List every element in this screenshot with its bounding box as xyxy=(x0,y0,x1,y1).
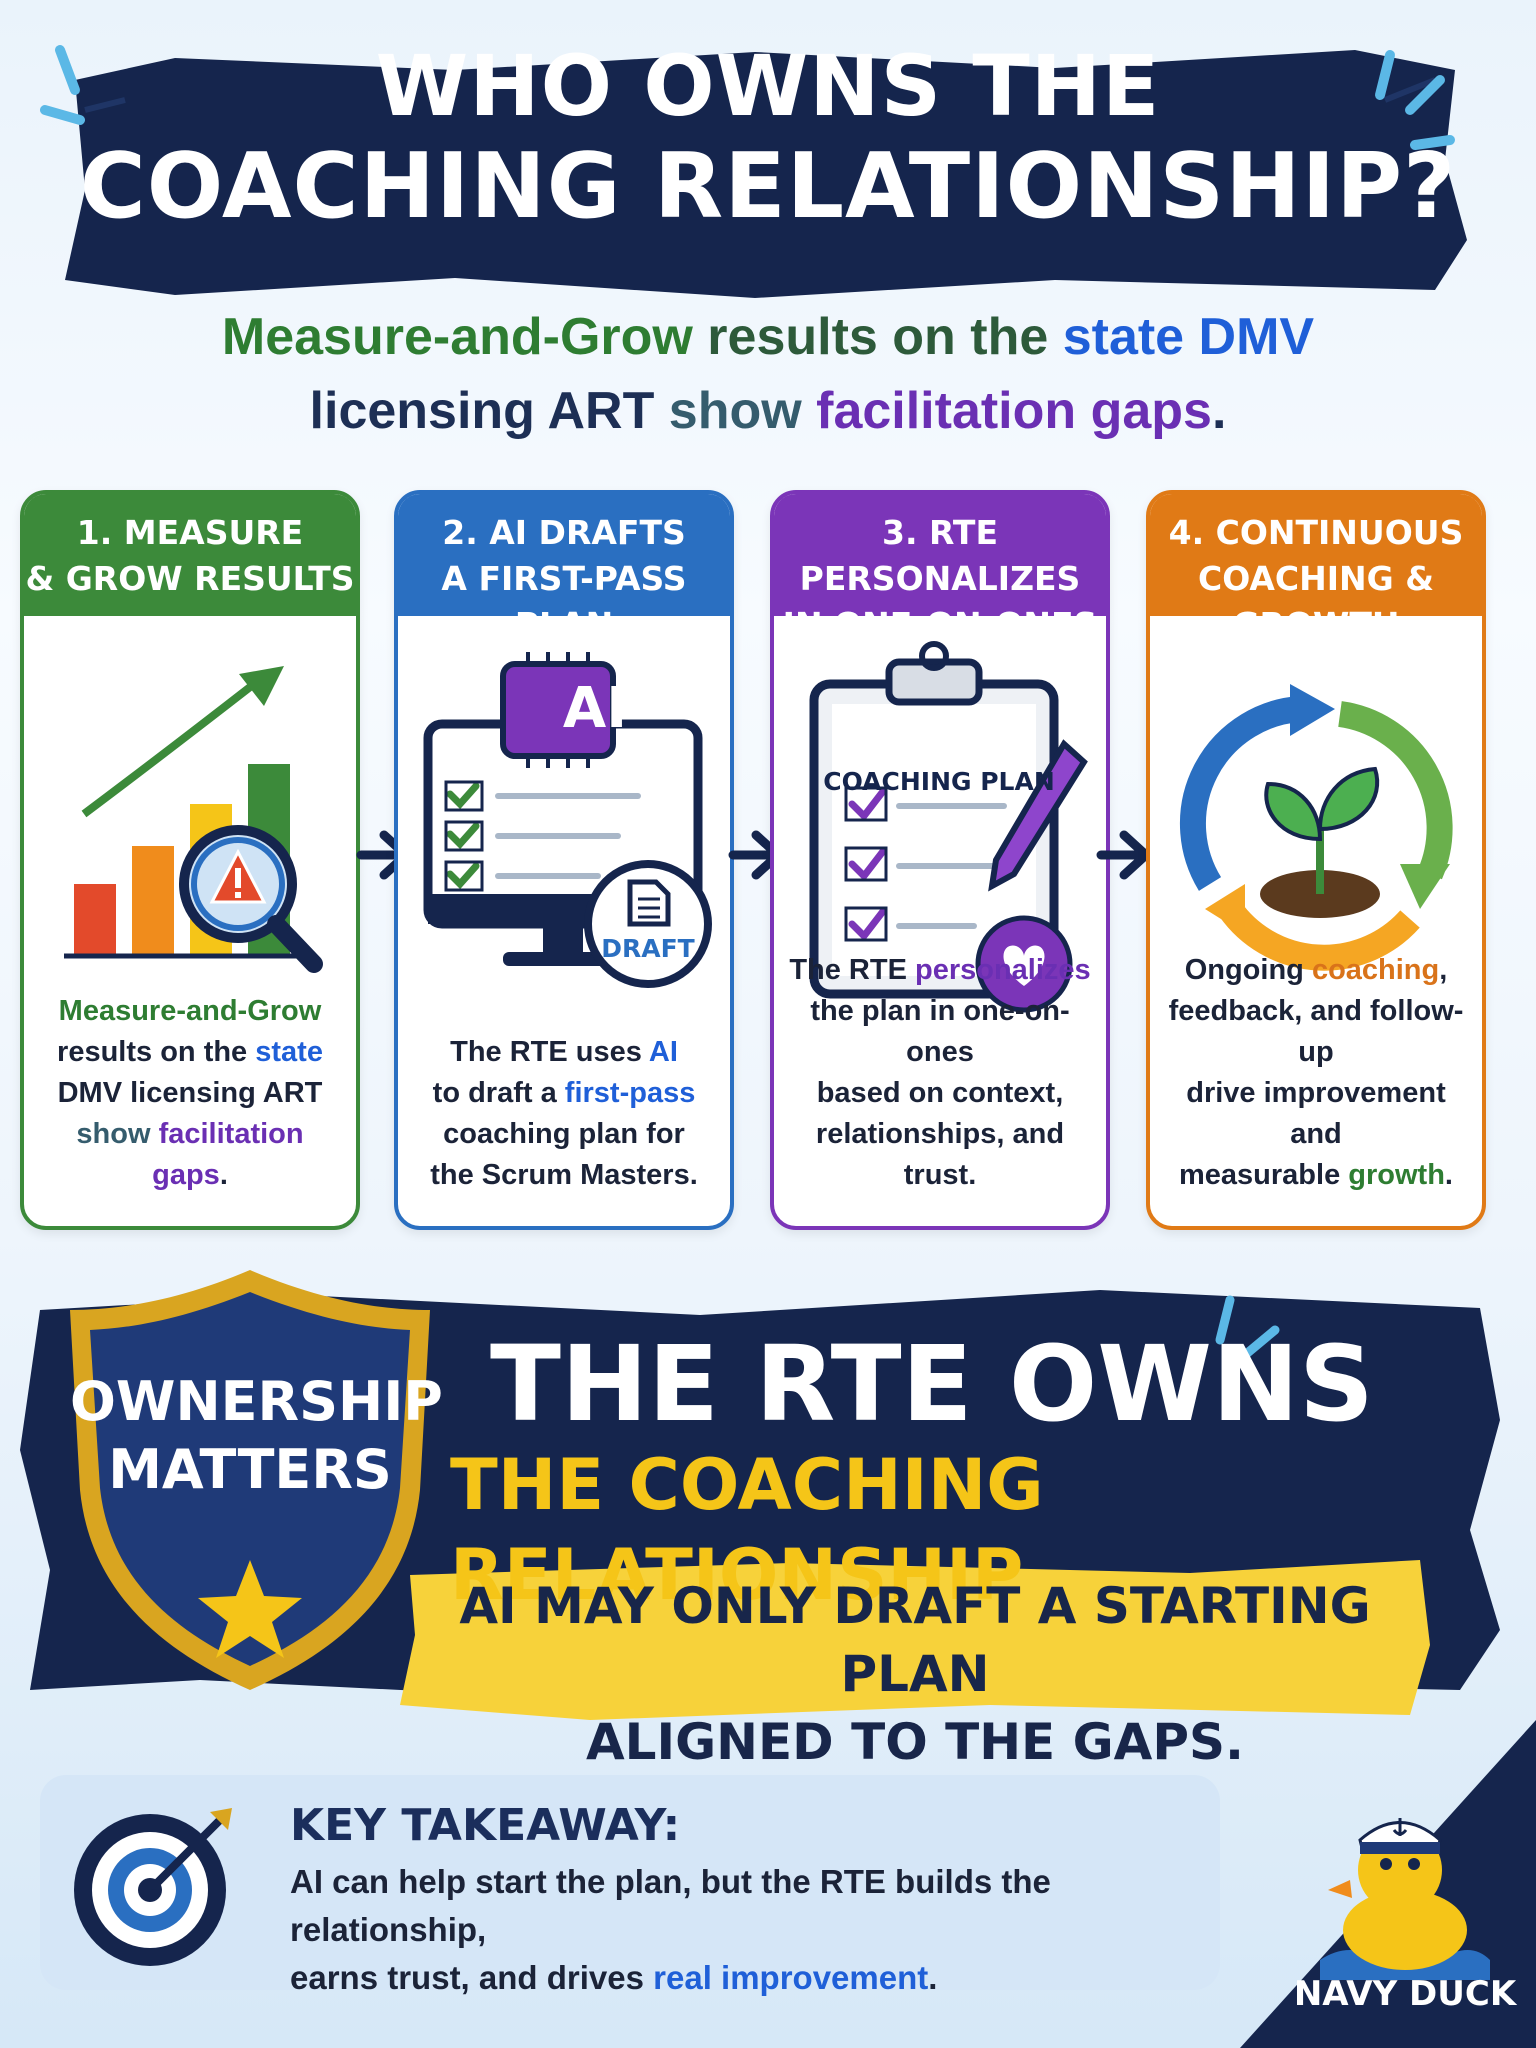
text-run: earns trust, and drives xyxy=(290,1959,654,1996)
text-run: results on the xyxy=(57,1036,256,1068)
subtitle: Measure-and-Grow results on the state DM… xyxy=(0,300,1536,448)
shield-icon xyxy=(70,1270,430,1690)
subtitle-part: Measure-and-Grow xyxy=(221,308,693,366)
text-run: personalizes xyxy=(914,954,1091,986)
step-card-header: 1. MEASURE & GROW RESULTS xyxy=(24,494,356,616)
text-run: Ongoing xyxy=(1184,954,1312,986)
text-run: state xyxy=(255,1036,323,1068)
bar-chart-magnifier-icon xyxy=(64,666,323,973)
draft-badge: DRAFT xyxy=(601,934,695,963)
note-line: AI MAY ONLY DRAFT A STARTING PLAN xyxy=(459,1577,1371,1703)
takeaway-text: AI can help start the plan, but the RTE … xyxy=(290,1858,1210,2002)
splash-left-icon xyxy=(40,45,85,125)
splash-right-icon xyxy=(1375,50,1455,150)
text-run: , xyxy=(1439,954,1448,986)
step-title-line: 3. RTE PERSONALIZES xyxy=(799,513,1081,598)
text-run: . xyxy=(219,1159,228,1191)
text-run: coaching plan for xyxy=(443,1118,685,1150)
step-card-header: 2. AI DRAFTS A FIRST-PASS PLAN xyxy=(398,494,730,644)
ai-chip-label: AI xyxy=(562,676,628,741)
subtitle-part: . xyxy=(1211,382,1227,440)
brand-label: NAVY DUCK xyxy=(1293,1974,1517,2014)
text-run: growth xyxy=(1348,1159,1445,1191)
step-card-2: 2. AI DRAFTS A FIRST-PASS PLAN AI DRAFT … xyxy=(394,490,734,1230)
step-title-line: & GROW RESULTS xyxy=(25,559,355,598)
text-run: drive improvement and xyxy=(1186,1077,1446,1150)
step-card-1: 1. MEASURE & GROW RESULTS Measure-and-Gr… xyxy=(20,490,360,1230)
step-title-line: 2. AI DRAFTS xyxy=(442,513,686,552)
subtitle-part: results on the xyxy=(692,308,1063,366)
text-run: based on context, xyxy=(816,1077,1064,1109)
step-description: The RTE personalizes the plan in one-on-… xyxy=(774,950,1106,1196)
text-run: relationships, and trust. xyxy=(815,1118,1065,1191)
text-run: AI can help start the plan, but the RTE … xyxy=(290,1863,1051,1948)
ownership-note: AI MAY ONLY DRAFT A STARTING PLAN ALIGNE… xyxy=(400,1572,1430,1776)
yellow-highlight-band xyxy=(400,1560,1430,1720)
text-run: the plan in one-on-ones xyxy=(810,995,1070,1068)
splash-icon xyxy=(1215,1295,1280,1360)
text-run: . xyxy=(928,1959,938,1996)
text-run: Measure-and-Grow xyxy=(58,995,322,1027)
ownership-subtitle: THE COACHING RELATIONSHIP xyxy=(450,1444,1044,1616)
title-banner xyxy=(65,50,1467,298)
step-card-4: 4. CONTINUOUS COACHING & GROWTH Ongoing … xyxy=(1146,490,1486,1230)
text-run: measurable xyxy=(1179,1159,1349,1191)
text-run: The RTE uses xyxy=(450,1036,649,1068)
text-run: show xyxy=(76,1118,151,1150)
coaching-plan-label: COACHING PLAN xyxy=(823,767,1055,796)
text-run: The RTE xyxy=(789,954,915,986)
text-run: first-pass xyxy=(564,1077,696,1109)
text-run: AI xyxy=(648,1036,678,1068)
step-title-line: COACHING & GROWTH xyxy=(1197,559,1434,644)
growth-cycle-icon xyxy=(1179,684,1453,971)
subtitle-part: show xyxy=(668,382,802,440)
step-card-header: 3. RTE PERSONALIZES IN ONE-ON-ONES xyxy=(774,494,1106,644)
step-description: Measure-and-Grow results on the state DM… xyxy=(24,991,356,1196)
navy-duck-logo-icon xyxy=(1320,1818,1490,1980)
subtitle-part: state DMV xyxy=(1062,308,1315,366)
text-run: real improvement xyxy=(653,1959,929,1996)
text-run: to draft a xyxy=(432,1077,565,1109)
step-description: The RTE uses AI to draft a first-pass co… xyxy=(398,1032,730,1196)
step-card-3: 3. RTE PERSONALIZES IN ONE-ON-ONES COACH… xyxy=(770,490,1110,1230)
target-icon xyxy=(74,1808,232,1966)
text-run: . xyxy=(1444,1159,1453,1191)
text-run: DMV licensing ART xyxy=(57,1077,323,1109)
ai-monitor-icon xyxy=(423,652,712,988)
clipboard-plan-icon xyxy=(809,641,1088,1013)
step-title-line: IN ONE-ON-ONES xyxy=(782,605,1098,644)
title-line-1: WHO OWNS THE xyxy=(375,37,1161,135)
takeaway-title: KEY TAKEAWAY: xyxy=(290,1800,681,1851)
step-title-line: 1. MEASURE xyxy=(76,513,304,552)
text-run: coaching xyxy=(1311,954,1440,986)
subtitle-part: facilitation gaps xyxy=(801,382,1212,440)
note-line: ALIGNED TO THE GAPS. xyxy=(585,1713,1245,1771)
text-run: feedback, and follow-up xyxy=(1168,995,1464,1068)
subtitle-part: licensing ART xyxy=(309,382,669,440)
title-line-2: COACHING RELATIONSHIP? xyxy=(79,134,1457,239)
text-run: the Scrum Masters. xyxy=(430,1159,698,1191)
step-title-line: 4. CONTINUOUS xyxy=(1168,513,1464,552)
step-card-header: 4. CONTINUOUS COACHING & GROWTH xyxy=(1150,494,1482,644)
page-title: WHO OWNS THE COACHING RELATIONSHIP? xyxy=(0,38,1536,240)
key-takeaway-box xyxy=(40,1775,1220,1990)
step-description: Ongoing coaching, feedback, and follow-u… xyxy=(1150,950,1482,1196)
shield-label-line: MATTERS xyxy=(108,1438,392,1501)
ownership-title: THE RTE OWNS xyxy=(490,1323,1374,1445)
shield-label-line: OWNERSHIP xyxy=(70,1370,443,1433)
step-title-line: A FIRST-PASS PLAN xyxy=(441,559,687,644)
text-run: facilitation gaps xyxy=(150,1118,304,1191)
shield-label: OWNERSHIP MATTERS xyxy=(70,1368,443,1504)
